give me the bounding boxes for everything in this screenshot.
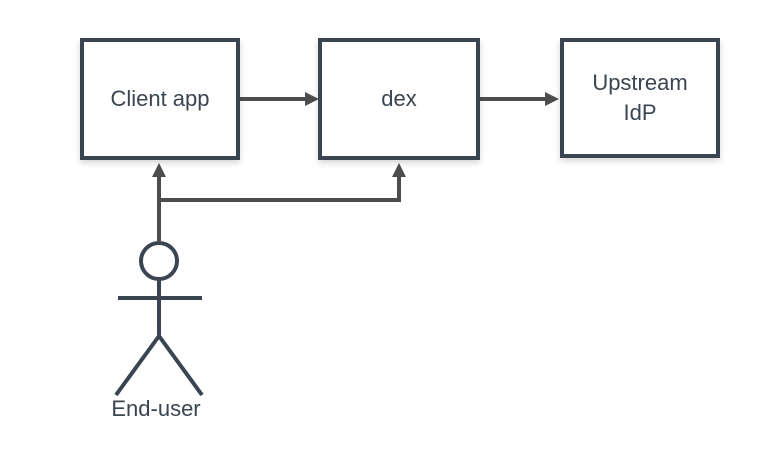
actor-leg-left	[114, 334, 161, 397]
node-dex: dex	[318, 38, 480, 160]
edge-line	[159, 176, 401, 202]
edge-end-user-to-client-app	[152, 163, 166, 241]
arrowhead-right-icon	[305, 92, 319, 106]
edge-client-app-to-dex	[240, 92, 319, 106]
node-upstream-idp: Upstream IdP	[560, 38, 720, 158]
actor-leg-right	[157, 334, 204, 397]
actor-head	[139, 241, 179, 281]
node-client-app: Client app	[80, 38, 240, 160]
arrowhead-up-icon	[152, 163, 166, 177]
actor-end-user	[114, 241, 204, 397]
arrowhead-right-icon	[545, 92, 559, 106]
node-upstream-idp-label-line2: IdP	[623, 100, 657, 125]
node-client-app-label: Client app	[110, 86, 210, 111]
node-upstream-idp-label: Upstream IdP	[592, 68, 687, 128]
edge-dex-to-upstream-idp	[480, 92, 559, 106]
node-dex-label: dex	[381, 86, 417, 111]
edge-end-user-to-dex	[159, 163, 406, 202]
actor-end-user-label: End-user	[111, 396, 201, 421]
arrowhead-up-icon	[392, 163, 406, 177]
node-upstream-idp-label-line1: Upstream	[592, 70, 688, 95]
